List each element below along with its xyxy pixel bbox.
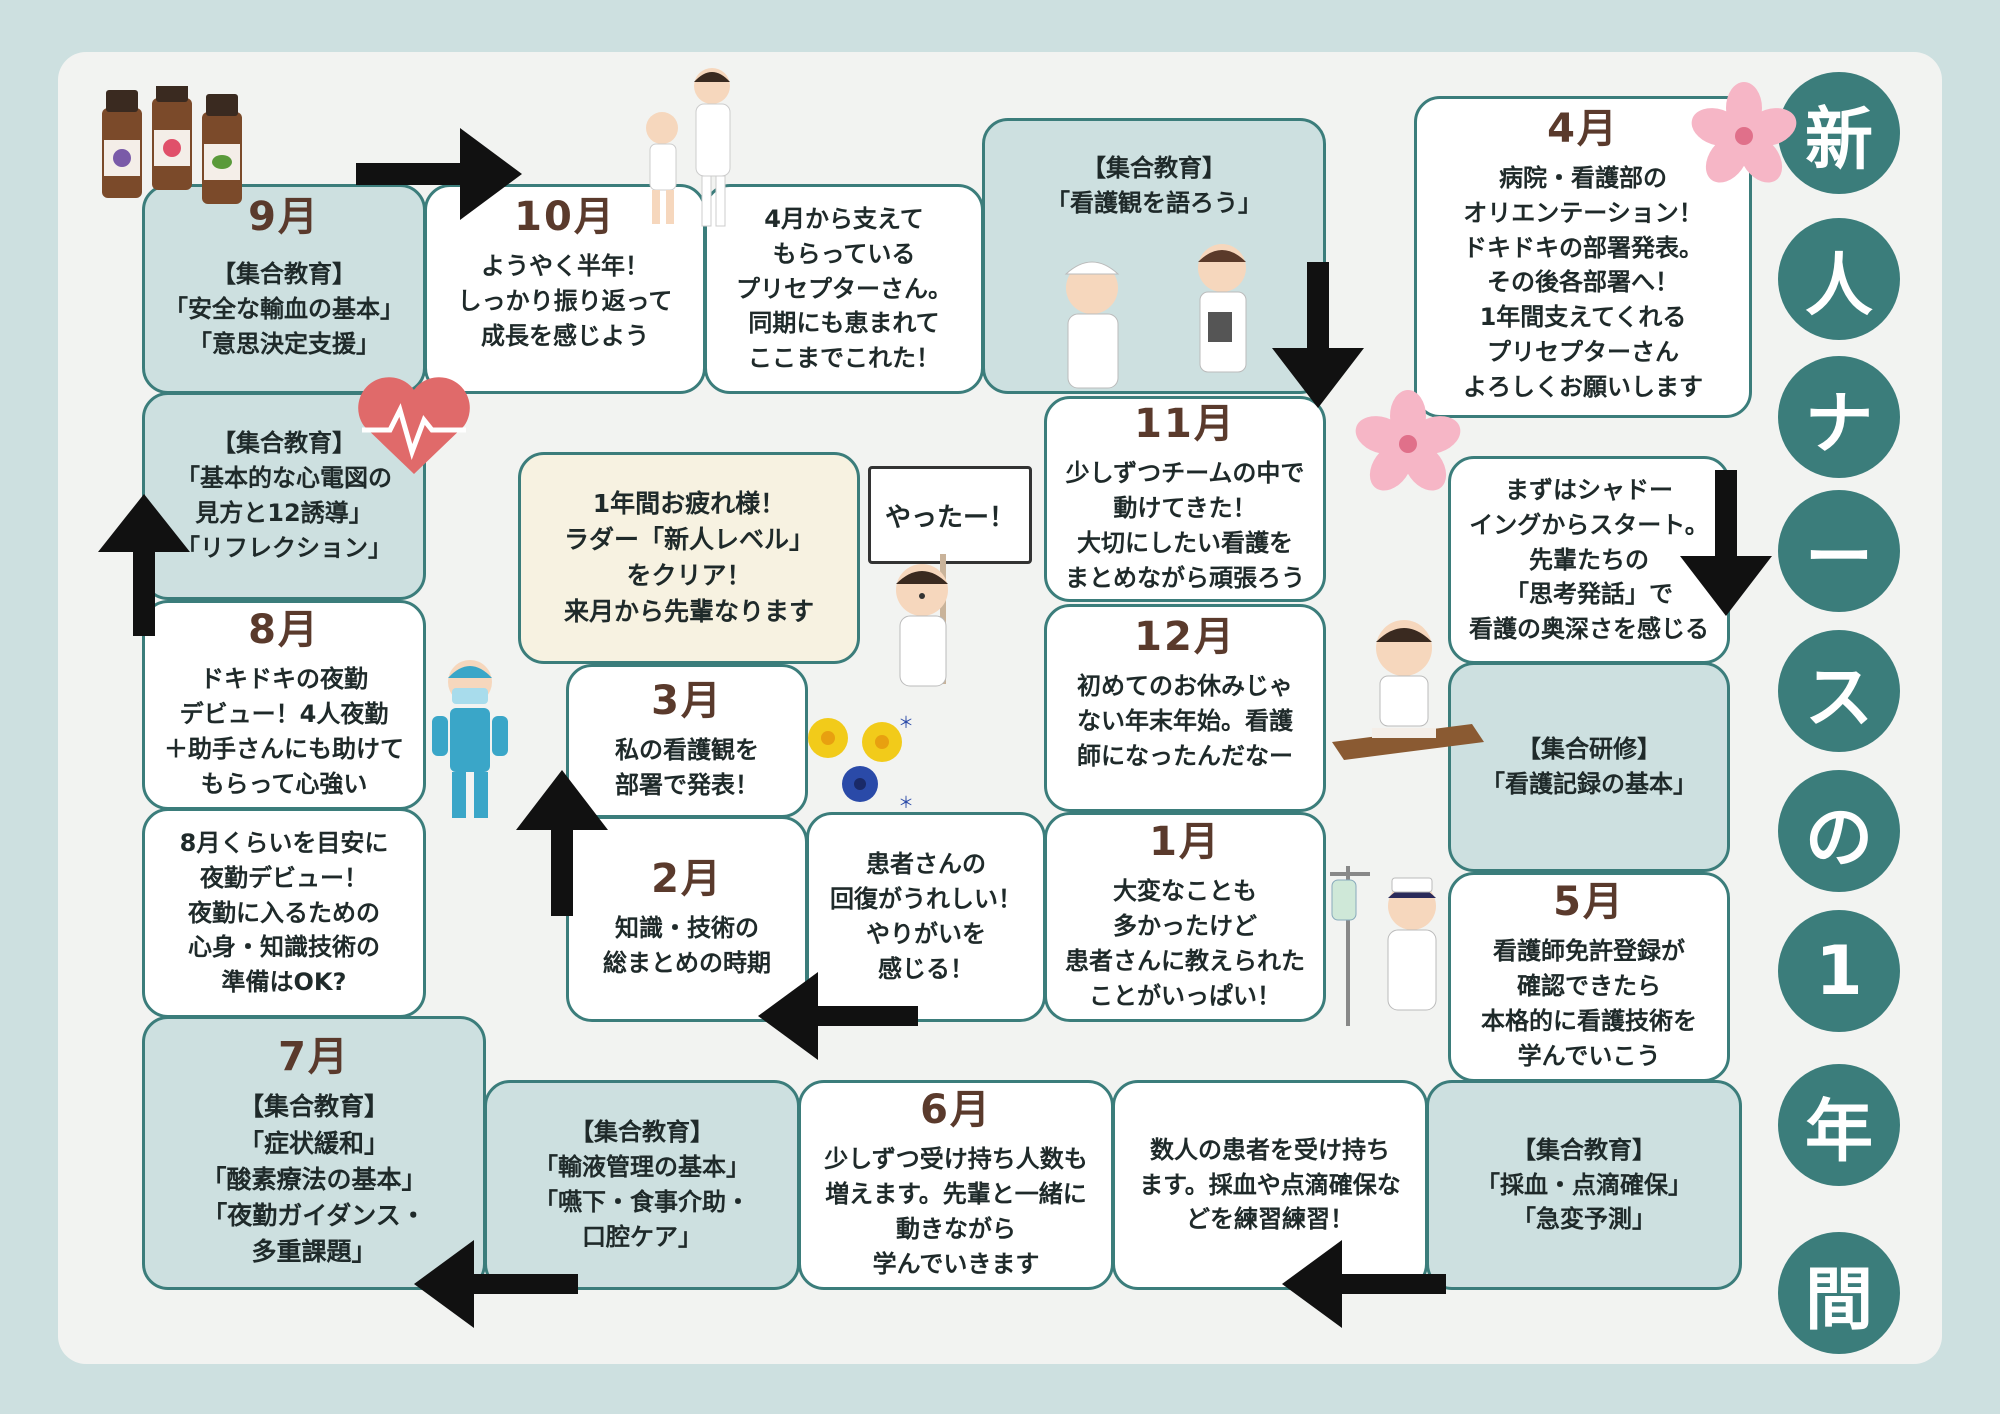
month-label: 8月: [248, 607, 320, 654]
oil-bottles-icon: [102, 86, 242, 204]
sakura-icon: [1691, 82, 1797, 183]
box-text: 知識・技術の 総まとめの時期: [603, 914, 771, 977]
box-october-note: 4月から支えて もらっている プリセプターさん。 同期にも恵まれて ここまでこれ…: [704, 184, 984, 394]
box-text: 8月くらいを目安に 夜勤デビュー！ 夜勤に入るための 心身・知識技術の 準備はO…: [179, 829, 389, 997]
month-label: 4月: [1547, 106, 1619, 152]
box-text: まずはシャドー イングからスタート。 先輩たちの 「思考発話」で 看護の奥深さを…: [1469, 476, 1709, 644]
title-char: 新: [1778, 72, 1900, 194]
month-label: 11月: [1134, 401, 1236, 448]
box-text: 病院・看護部の オリエンテーション！ ドキドキの部署発表。 その後各部署へ！ 1…: [1463, 164, 1703, 401]
month-label: 7月: [278, 1034, 350, 1081]
yatta-sign: やったー！: [868, 466, 1032, 564]
box-august: 8月 ドキドキの夜勤 デビュー！4人夜勤 ＋助手さんにも助けて もらって心強い: [142, 600, 426, 810]
box-text: 看護師免許登録が 確認できたら 本格的に看護技術を 学んでいこう: [1481, 937, 1697, 1070]
arrow-icon: [758, 972, 918, 1060]
box-text: 4月から支えて もらっている プリセプターさん。 同期にも恵まれて ここまでこれ…: [736, 205, 952, 373]
box-july-note: 8月くらいを目安に 夜勤デビュー！ 夜勤に入るための 心身・知識技術の 準備はO…: [142, 808, 426, 1018]
box-text: 初めてのお休みじゃ ない年末年始。看護 師になったんだなー: [1077, 672, 1293, 770]
svg-text:＊: ＊: [898, 793, 914, 810]
arrow-icon: [1680, 470, 1772, 616]
title-char: 年: [1778, 1064, 1900, 1186]
box-text: 大変なことも 多かったけど 患者さんに教えられた ことがいっぱい！: [1065, 877, 1305, 1010]
month-label: 3月: [651, 678, 723, 725]
month-label: 12月: [1134, 614, 1236, 660]
box-kiroku-kenshu: 【集合研修】 「看護記録の基本」: [1448, 662, 1730, 872]
title-char: ー: [1778, 490, 1900, 612]
box-january: 1月 大変なことも 多かったけど 患者さんに教えられた ことがいっぱい！: [1044, 812, 1326, 1022]
nurses-icon: [646, 68, 731, 227]
box-april-shadowing: まずはシャドー イングからスタート。 先輩たちの 「思考発話」で 看護の奥深さを…: [1448, 456, 1730, 664]
month-label: 1月: [1149, 819, 1221, 866]
nurse-cheer-icon: [896, 554, 948, 687]
title-char: 人: [1778, 218, 1900, 340]
arrow-icon: [1272, 262, 1364, 408]
box-shugo-kangokan: 【集合教育】 「看護観を語ろう」: [982, 118, 1326, 394]
arrow-icon: [1282, 1240, 1446, 1328]
box-july: 7月 【集合教育】 「症状緩和」 「酸素療法の基本」 「夜勤ガイダンス・ 多重課…: [142, 1016, 486, 1290]
title-char: ナ: [1778, 356, 1900, 478]
box-text: 数人の患者を受け持ち ます。採血や点滴確保な どを練習練習！: [1139, 1135, 1401, 1234]
nurse-writing-icon: [1332, 620, 1484, 760]
month-label: 2月: [651, 856, 723, 903]
flowers-icon: ＊＊: [808, 713, 914, 810]
box-text: 少しずつチームの中で 動けてきた！ 大切にしたい看護を まとめながら頑張ろう: [1065, 459, 1305, 592]
box-text: 【集合教育】 「看護観を語ろう」: [1046, 154, 1262, 217]
box-text: 1年間お疲れ様！ ラダー「新人レベル」 をクリア！ 来月から先輩なります: [563, 488, 814, 627]
arrow-icon: [98, 494, 190, 636]
title-char: 間: [1778, 1232, 1900, 1354]
box-text: 少しずつ受け持ち人数も 増えます。先輩と一緒に 動きながら 学んでいきます: [824, 1145, 1088, 1278]
box-february-note: 患者さんの 回復がうれしい！ やりがいを 感じる！: [806, 812, 1046, 1022]
arrow-icon: [516, 770, 608, 916]
box-text: 【集合教育】 「安全な輸血の基本」 「意思決定支援」: [164, 260, 404, 358]
nurses-icon: [1064, 244, 1247, 389]
title-char: の: [1778, 770, 1900, 892]
arrow-icon: [356, 128, 522, 220]
title-char: 1: [1778, 910, 1900, 1032]
box-text: 【集合教育】 「輸液管理の基本」 「嚥下・食事介助・ 口腔ケア」: [534, 1118, 750, 1251]
box-text: ようやく半年！ しっかり振り返って 成長を感じよう: [457, 252, 673, 350]
box-june: 6月 少しずつ受け持ち人数も 増えます。先輩と一緒に 動きながら 学んでいきます: [798, 1080, 1114, 1290]
surgeon-icon: [432, 660, 508, 818]
box-november: 11月 少しずつチームの中で 動けてきた！ 大切にしたい看護を まとめながら頑張…: [1044, 396, 1326, 602]
box-may-note: 数人の患者を受け持ち ます。採血や点滴確保な どを練習練習！: [1112, 1080, 1428, 1290]
box-may-education: 【集合教育】 「採血・点滴確保」 「急変予測」: [1426, 1080, 1742, 1290]
box-may: 5月 看護師免許登録が 確認できたら 本格的に看護技術を 学んでいこう: [1448, 872, 1730, 1082]
box-text: 【集合教育】 「症状緩和」 「酸素療法の基本」 「夜勤ガイダンス・ 多重課題」: [201, 1092, 427, 1267]
box-text: 【集合教育】 「基本的な心電図の 見方と12誘導」 「リフレクション」: [176, 429, 392, 562]
svg-text:＊: ＊: [898, 713, 914, 732]
box-text: 【集合教育】 「採血・点滴確保」 「急変予測」: [1476, 1135, 1692, 1234]
box-june-education: 【集合教育】 「輸液管理の基本」 「嚥下・食事介助・ 口腔ケア」: [484, 1080, 800, 1290]
box-text: 患者さんの 回復がうれしい！ やりがいを 感じる！: [830, 850, 1022, 983]
arrow-icon: [414, 1240, 578, 1328]
month-label: 5月: [1553, 879, 1625, 926]
heart-ecg-icon: [358, 377, 470, 474]
title-char: ス: [1778, 630, 1900, 752]
box-february: 2月 知識・技術の 総まとめの時期: [566, 816, 808, 1022]
box-text: 【集合研修】 「看護記録の基本」: [1481, 735, 1697, 798]
month-label: 10月: [514, 194, 616, 240]
nurse-iv-icon: [1330, 866, 1437, 1026]
box-september: 9月 【集合教育】 「安全な輸血の基本」 「意思決定支援」: [142, 184, 426, 394]
month-label: 9月: [248, 194, 320, 240]
month-label: 6月: [920, 1087, 992, 1134]
box-april: 4月 病院・看護部の オリエンテーション！ ドキドキの部署発表。 その後各部署へ…: [1414, 96, 1752, 418]
box-text: ドキドキの夜勤 デビュー！4人夜勤 ＋助手さんにも助けて もらって心強い: [164, 665, 404, 798]
box-center-message: 1年間お疲れ様！ ラダー「新人レベル」 をクリア！ 来月から先輩なります: [518, 452, 860, 664]
box-text: 私の看護観を 部署で発表！: [615, 736, 759, 799]
box-december: 12月 初めてのお休みじゃ ない年末年始。看護 師になったんだなー: [1044, 604, 1326, 812]
sakura-icon: [1355, 390, 1461, 491]
